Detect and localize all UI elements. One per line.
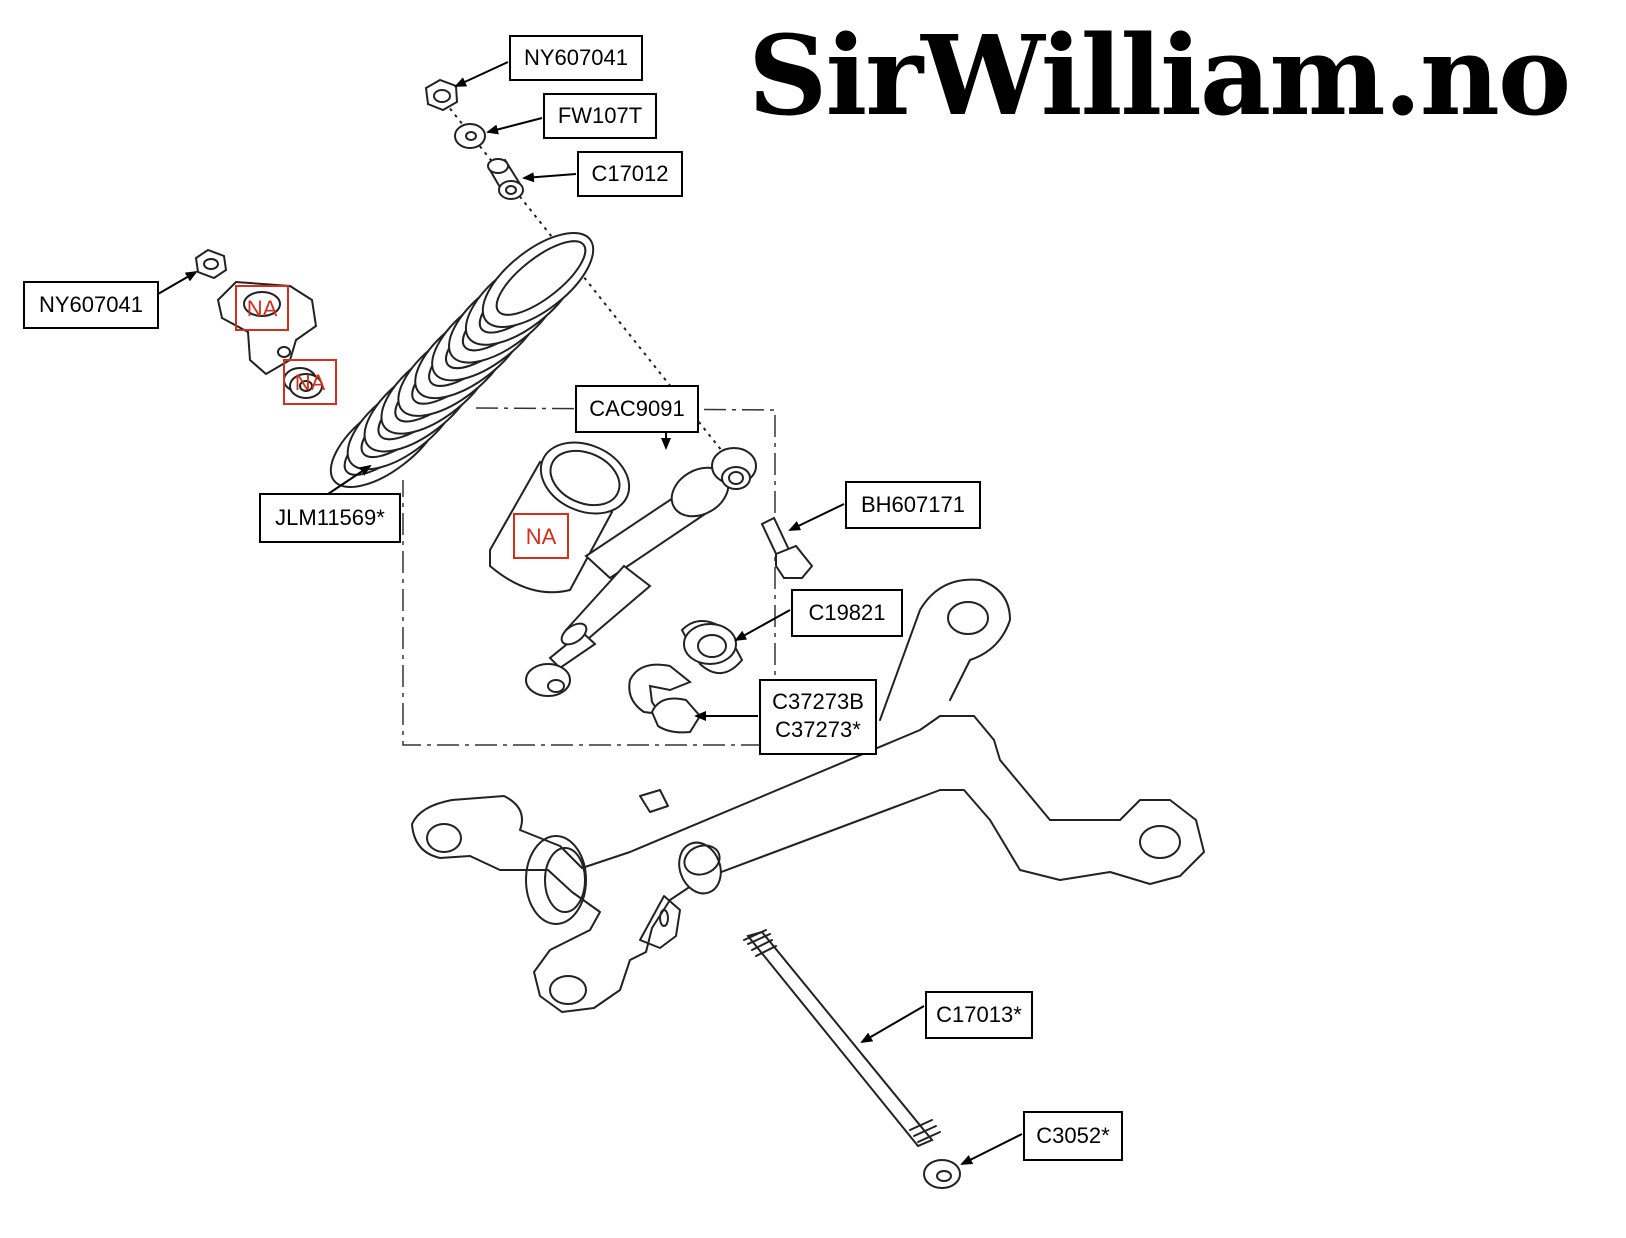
damper-drawing xyxy=(525,447,757,697)
bracket-nut-drawing xyxy=(194,248,228,280)
svg-text:NA: NA xyxy=(295,370,326,395)
svg-text:NA: NA xyxy=(526,524,557,549)
svg-text:CAC9091: CAC9091 xyxy=(589,396,684,421)
leader-spring xyxy=(327,464,372,495)
leader-pin-washer xyxy=(960,1133,1023,1165)
label-damper: CAC9091 xyxy=(575,385,699,433)
label-top-bush: C17012 xyxy=(577,151,683,197)
svg-text:C17012: C17012 xyxy=(591,161,668,186)
gaiter-drawing xyxy=(489,441,631,594)
label-fulcrum-pin: C17013* xyxy=(925,991,1033,1039)
label-pin-washer: C3052* xyxy=(1023,1111,1123,1161)
pin-washer-drawing xyxy=(923,1159,961,1189)
na-marker-bracket-bush: NA xyxy=(283,359,337,405)
sirwilliam-logo: SirWilliam.no xyxy=(748,11,1569,140)
top-nut-drawing xyxy=(424,78,459,112)
leader-top-nut xyxy=(454,61,509,87)
leader-bolt xyxy=(788,503,845,531)
svg-text:BH607171: BH607171 xyxy=(861,492,965,517)
label-bracket-nut: NY607041 xyxy=(23,281,159,329)
top-washer-drawing xyxy=(454,123,486,149)
spring-coil xyxy=(481,231,595,329)
svg-text:JLM11569*: JLM11569* xyxy=(275,505,385,530)
svg-text:NA: NA xyxy=(247,296,278,321)
label-top-nut: NY607041 xyxy=(509,35,643,81)
label-packers: C37273B C37273* xyxy=(759,679,877,755)
lower-wishbone-drawing xyxy=(411,578,1205,1013)
spring-coil-inner xyxy=(495,240,587,316)
bolt-drawing xyxy=(760,516,814,579)
label-spring: JLM11569* xyxy=(259,493,401,543)
top-bush-drawing xyxy=(487,158,524,200)
na-marker-gaiter: NA xyxy=(513,513,569,559)
svg-text:C3052*: C3052* xyxy=(1036,1123,1110,1148)
leader-bracket-nut xyxy=(157,270,198,295)
svg-text:NY607041: NY607041 xyxy=(39,292,143,317)
leader-top-bush xyxy=(522,172,577,183)
na-marker-bracket: NA xyxy=(235,285,289,331)
coil-spring-drawing xyxy=(329,231,595,489)
label-bolt: BH607171 xyxy=(845,481,981,529)
label-spring-seat: C19821 xyxy=(791,589,903,637)
svg-text:C37273B: C37273B xyxy=(772,689,864,714)
svg-text:C17013*: C17013* xyxy=(936,1002,1022,1027)
leader-top-washer xyxy=(486,117,543,135)
packers-drawing xyxy=(628,663,702,734)
label-top-washer: FW107T xyxy=(543,93,657,139)
svg-text:FW107T: FW107T xyxy=(558,103,642,128)
leader-fulcrum-pin xyxy=(860,1005,925,1044)
fulcrum-pin-drawing xyxy=(743,929,941,1148)
spring-seat-drawing xyxy=(680,620,744,674)
svg-text:C37273*: C37273* xyxy=(775,717,861,742)
svg-text:NY607041: NY607041 xyxy=(524,45,628,70)
svg-text:C19821: C19821 xyxy=(808,600,885,625)
leader-spring-seat xyxy=(734,609,791,641)
